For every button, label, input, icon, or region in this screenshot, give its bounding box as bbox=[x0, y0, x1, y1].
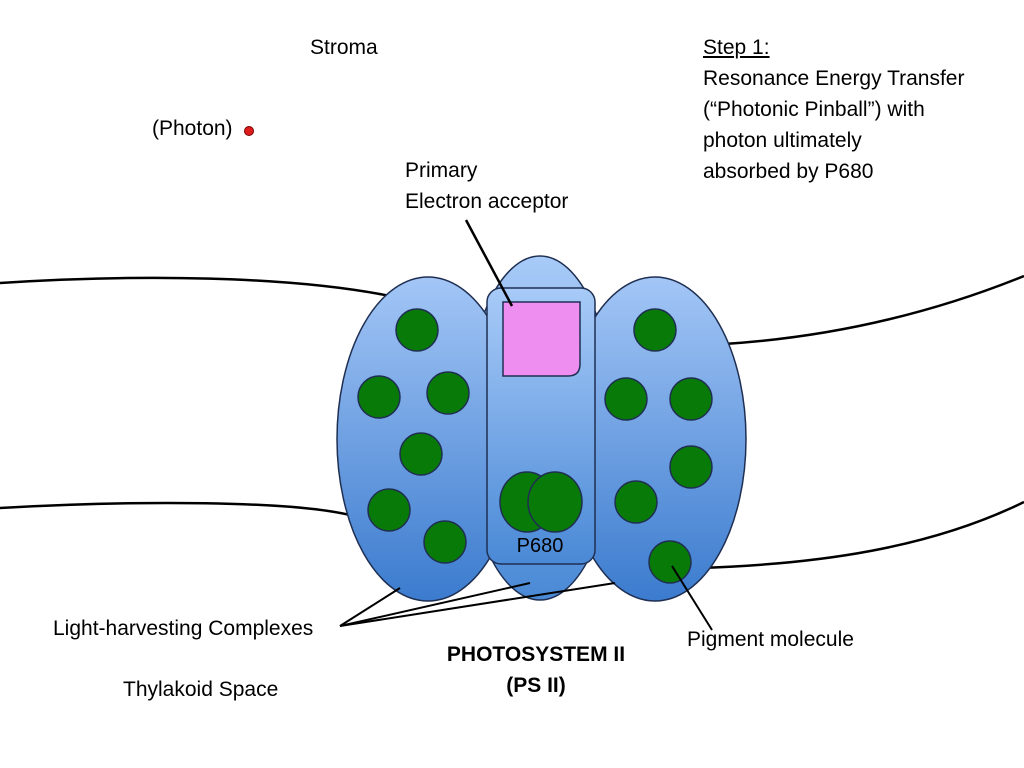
step-title: Step 1: bbox=[703, 36, 770, 59]
right-pigments bbox=[604, 308, 713, 584]
step-line: absorbed by P680 bbox=[703, 160, 874, 183]
pigment-molecule bbox=[426, 371, 470, 415]
acceptor-pointer-line bbox=[464, 219, 514, 307]
primary-electron-acceptor bbox=[502, 301, 581, 377]
membrane-top-right bbox=[723, 274, 1024, 346]
photon-dot bbox=[244, 126, 254, 136]
photon-label: (Photon) bbox=[152, 117, 233, 140]
pigment-molecule bbox=[423, 520, 467, 564]
step-line: Resonance Energy Transfer bbox=[703, 67, 965, 90]
pigment-molecule bbox=[614, 480, 658, 524]
pigment-molecule bbox=[367, 488, 411, 532]
acceptor-label-line: Primary bbox=[405, 159, 478, 182]
primary-electron-acceptor-label: Primary Electron acceptor bbox=[405, 155, 568, 217]
photosystem-title: PHOTOSYSTEM II (PS II) bbox=[436, 639, 636, 701]
pigment-molecule bbox=[633, 308, 677, 352]
step-description: Step 1: Resonance Energy Transfer (“Phot… bbox=[703, 32, 964, 187]
ps-title: PHOTOSYSTEM II bbox=[446, 643, 626, 666]
stroma-label: Stroma bbox=[310, 36, 378, 59]
pigment-molecule bbox=[669, 377, 713, 421]
membrane-bottom-left bbox=[0, 501, 351, 517]
pigment-molecule bbox=[357, 375, 401, 419]
pigment-molecule bbox=[399, 432, 443, 476]
p680-label: P680 bbox=[517, 535, 564, 557]
light-harvesting-pointer-lines bbox=[339, 582, 616, 627]
pigment-molecule bbox=[648, 540, 692, 584]
p680-pigment-right bbox=[527, 471, 583, 533]
thylakoid-space-label: Thylakoid Space bbox=[123, 678, 279, 701]
step-line: photon ultimately bbox=[703, 129, 862, 152]
acceptor-label-line: Electron acceptor bbox=[405, 190, 569, 213]
pigment-molecule bbox=[604, 377, 648, 421]
left-pigments bbox=[357, 308, 470, 564]
light-harvesting-label: Light-harvesting Complexes bbox=[53, 617, 314, 640]
membrane-top-left bbox=[0, 276, 391, 298]
ps-subtitle: (PS II) bbox=[506, 674, 566, 697]
pigment-molecule bbox=[669, 445, 713, 489]
pigment-molecule-label: Pigment molecule bbox=[687, 628, 854, 651]
membrane-bottom-right bbox=[699, 500, 1024, 570]
pigment-pointer-line bbox=[671, 565, 713, 631]
step-line: (“Photonic Pinball”) with bbox=[703, 98, 925, 121]
pigment-molecule bbox=[395, 308, 439, 352]
